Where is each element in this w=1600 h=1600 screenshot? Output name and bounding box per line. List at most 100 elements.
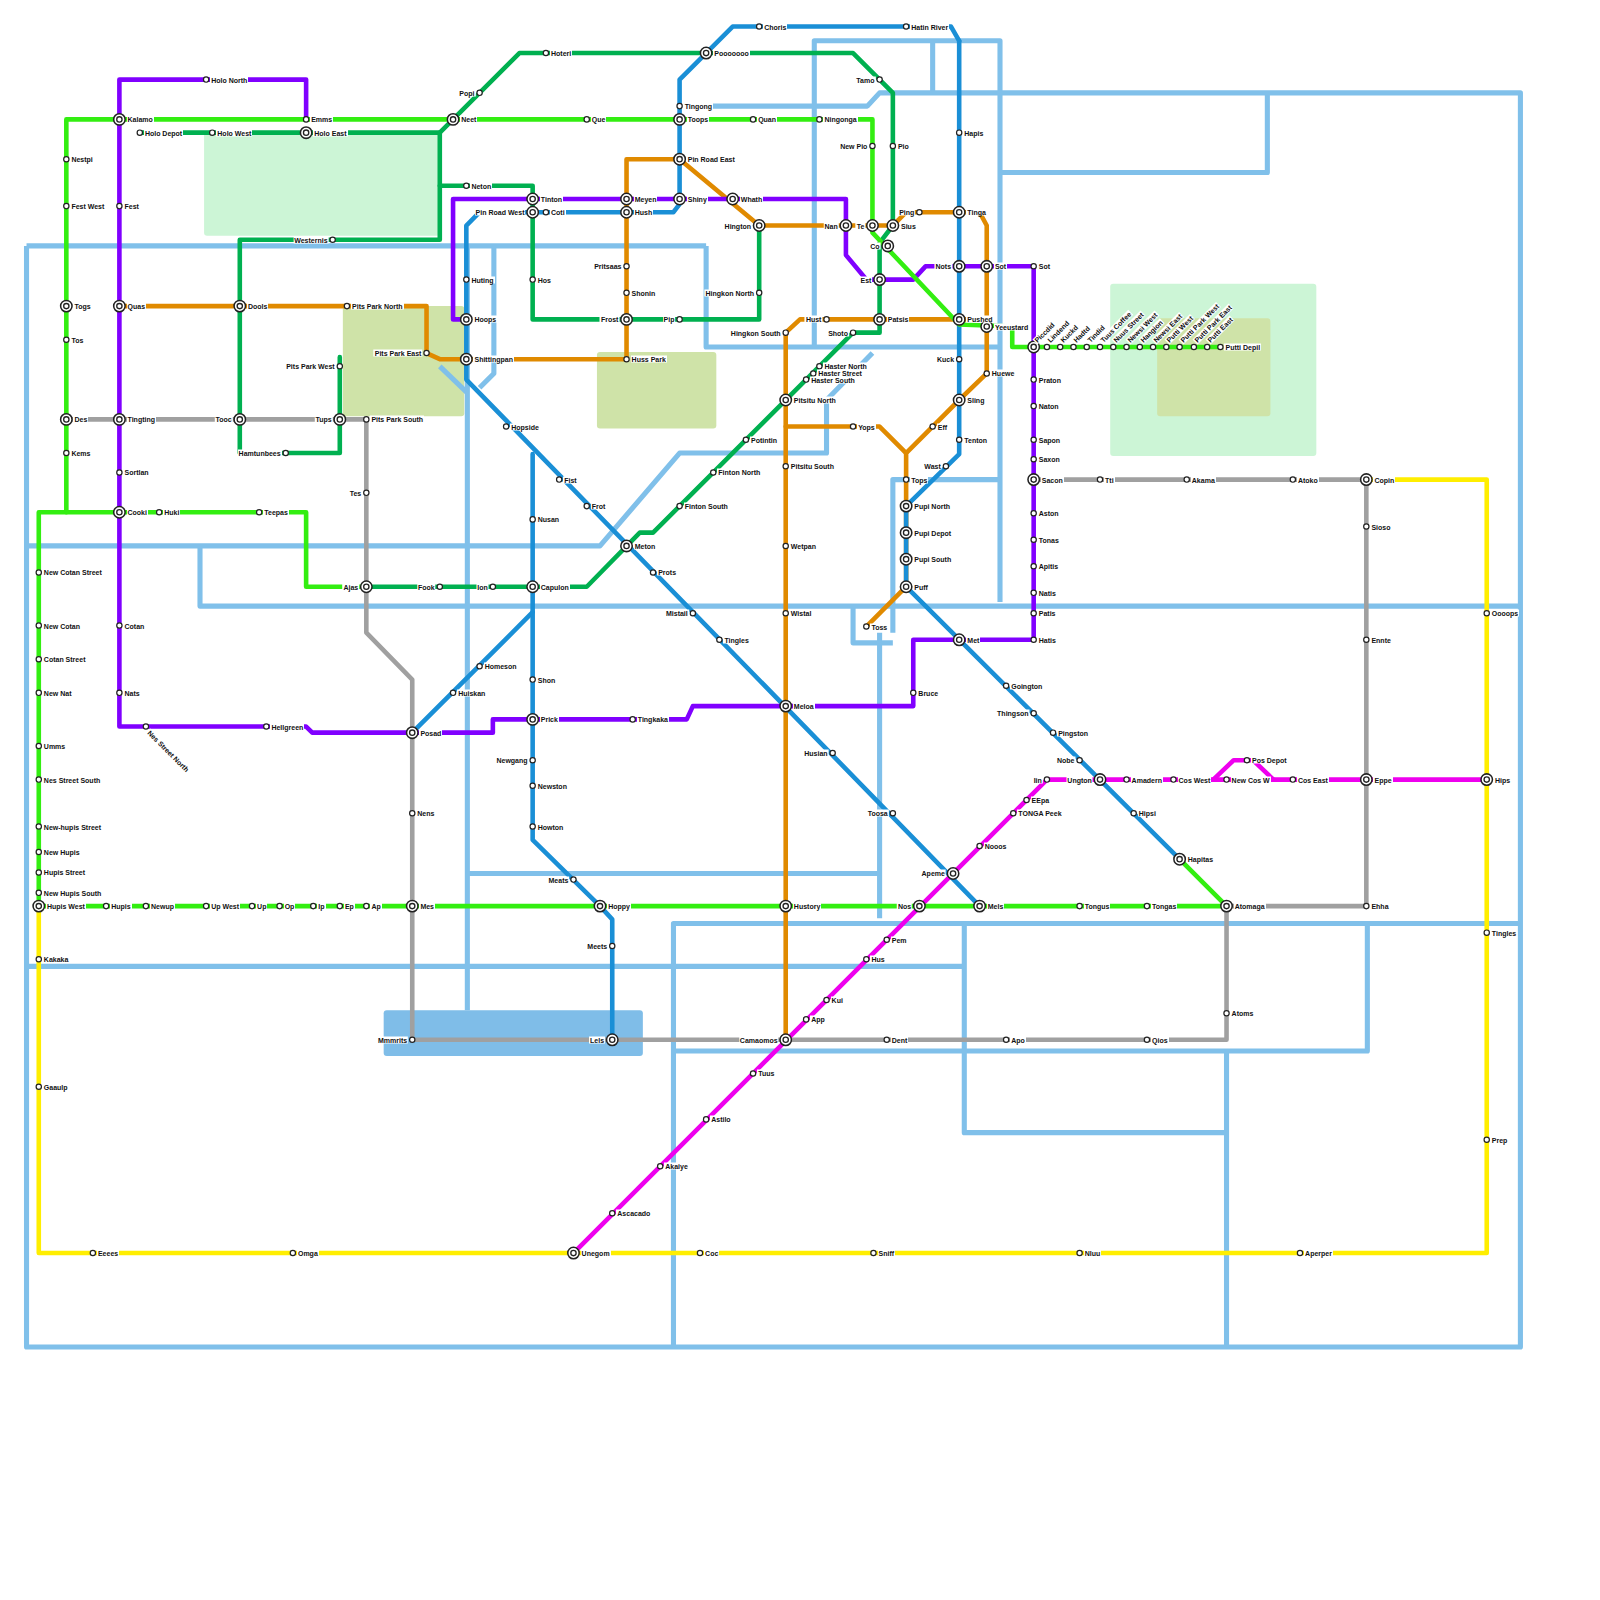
interchange-dot xyxy=(950,871,955,876)
station-label: Coc xyxy=(704,1250,719,1257)
station-label: Omga xyxy=(297,1250,319,1257)
station-dot xyxy=(757,24,762,29)
station-dot xyxy=(36,570,41,575)
interchange-dot xyxy=(1177,857,1182,862)
station-dot xyxy=(437,584,442,589)
station-dot xyxy=(424,350,429,355)
station-label: Meloa xyxy=(793,703,815,710)
station-label: New Hupis South xyxy=(43,889,103,896)
station-label: Met xyxy=(966,636,980,643)
interchange-dot xyxy=(957,210,962,215)
station-dot xyxy=(337,903,342,908)
interchange-dot xyxy=(610,1037,615,1042)
interchange-dot xyxy=(464,357,469,362)
station-label: Kalamo xyxy=(127,116,154,123)
station-label: Shiny xyxy=(687,195,708,202)
station-dot xyxy=(1031,457,1036,462)
station-label: Shoto xyxy=(827,329,849,336)
metro-line xyxy=(119,119,1033,732)
interchange-ring xyxy=(900,553,911,564)
interchange-ring xyxy=(867,220,878,231)
station-dot xyxy=(957,130,962,135)
station-label: Hellgreen xyxy=(270,723,304,730)
station-dot xyxy=(364,417,369,422)
interchange-dot xyxy=(624,543,629,548)
interchange-ring xyxy=(361,581,372,592)
station-dot xyxy=(817,364,822,369)
station-label: Sapon xyxy=(1038,436,1061,443)
station-dot xyxy=(143,724,148,729)
interchange-ring xyxy=(527,193,538,204)
interchange-dot xyxy=(530,717,535,722)
interchange-dot xyxy=(337,417,342,422)
station-dot xyxy=(584,503,589,508)
station-dot xyxy=(530,517,535,522)
station-dot xyxy=(624,264,629,269)
station-dot xyxy=(410,1037,415,1042)
station-dot xyxy=(277,903,282,908)
station-dot xyxy=(757,290,762,295)
station-label: Hopside xyxy=(510,423,540,430)
interchange-ring xyxy=(900,500,911,511)
interchange-dot xyxy=(64,303,69,308)
station-dot xyxy=(1024,797,1029,802)
station-dot xyxy=(36,849,41,854)
station-dot xyxy=(957,437,962,442)
station-dot xyxy=(117,470,122,475)
station-label: Holo West xyxy=(216,129,252,136)
station-label: Fist xyxy=(563,476,577,483)
station-label: Huiskan xyxy=(457,689,486,696)
station-dot xyxy=(957,357,962,362)
interchange-dot xyxy=(450,117,455,122)
station-label: Quan xyxy=(757,116,777,123)
station-dot xyxy=(1484,1137,1489,1142)
station-label: Que xyxy=(591,116,607,123)
station-dot xyxy=(783,611,788,616)
map-layer xyxy=(27,24,1521,1347)
station-dot xyxy=(1031,377,1036,382)
station-dot xyxy=(530,783,535,788)
station-dot xyxy=(303,117,308,122)
station-label: App xyxy=(810,1016,826,1023)
station-label: Nens xyxy=(416,810,435,817)
station-dot xyxy=(450,690,455,695)
station-dot xyxy=(36,657,41,662)
station-label: Westernis xyxy=(293,236,328,243)
station-label: Kuck xyxy=(936,356,955,363)
station-label: Hips xyxy=(1494,776,1511,783)
interchange-ring xyxy=(461,314,472,325)
station-dot xyxy=(117,203,122,208)
interchange-ring xyxy=(887,220,898,231)
station-label: Sacon xyxy=(1041,476,1064,483)
station-dot xyxy=(1164,344,1169,349)
station-label: Holo Depot xyxy=(144,129,183,136)
station-dot xyxy=(36,690,41,695)
station-dot xyxy=(257,510,262,515)
station-label: Tinga xyxy=(966,209,987,216)
street xyxy=(893,480,1000,633)
station-label: Pushed xyxy=(966,316,993,323)
station-label: Ehha xyxy=(1370,903,1389,910)
station-label: Cotan Street xyxy=(43,656,87,663)
station-dot xyxy=(90,1250,95,1255)
station-label: Togs xyxy=(73,303,91,310)
station-dot xyxy=(264,724,269,729)
map-area xyxy=(1110,284,1316,456)
station-label: Pits Park East xyxy=(374,350,423,357)
station-dot xyxy=(1050,730,1055,735)
station-label: Fest West xyxy=(70,203,105,210)
station-dot xyxy=(697,1250,702,1255)
station-label: Tups xyxy=(314,416,332,423)
station-label: Sioso xyxy=(1370,523,1391,530)
interchange-ring xyxy=(1361,474,1372,485)
station-label: Eeees xyxy=(97,1250,119,1257)
interchange-ring xyxy=(674,193,685,204)
station-dot xyxy=(1364,903,1369,908)
station-label: Pits Park West xyxy=(285,363,336,370)
station-dot xyxy=(1031,511,1036,516)
station-dot xyxy=(803,377,808,382)
station-dot xyxy=(36,743,41,748)
station-label: Tooc xyxy=(214,416,232,423)
station-dot xyxy=(624,290,629,295)
station-label: Akaiye xyxy=(664,1163,689,1170)
